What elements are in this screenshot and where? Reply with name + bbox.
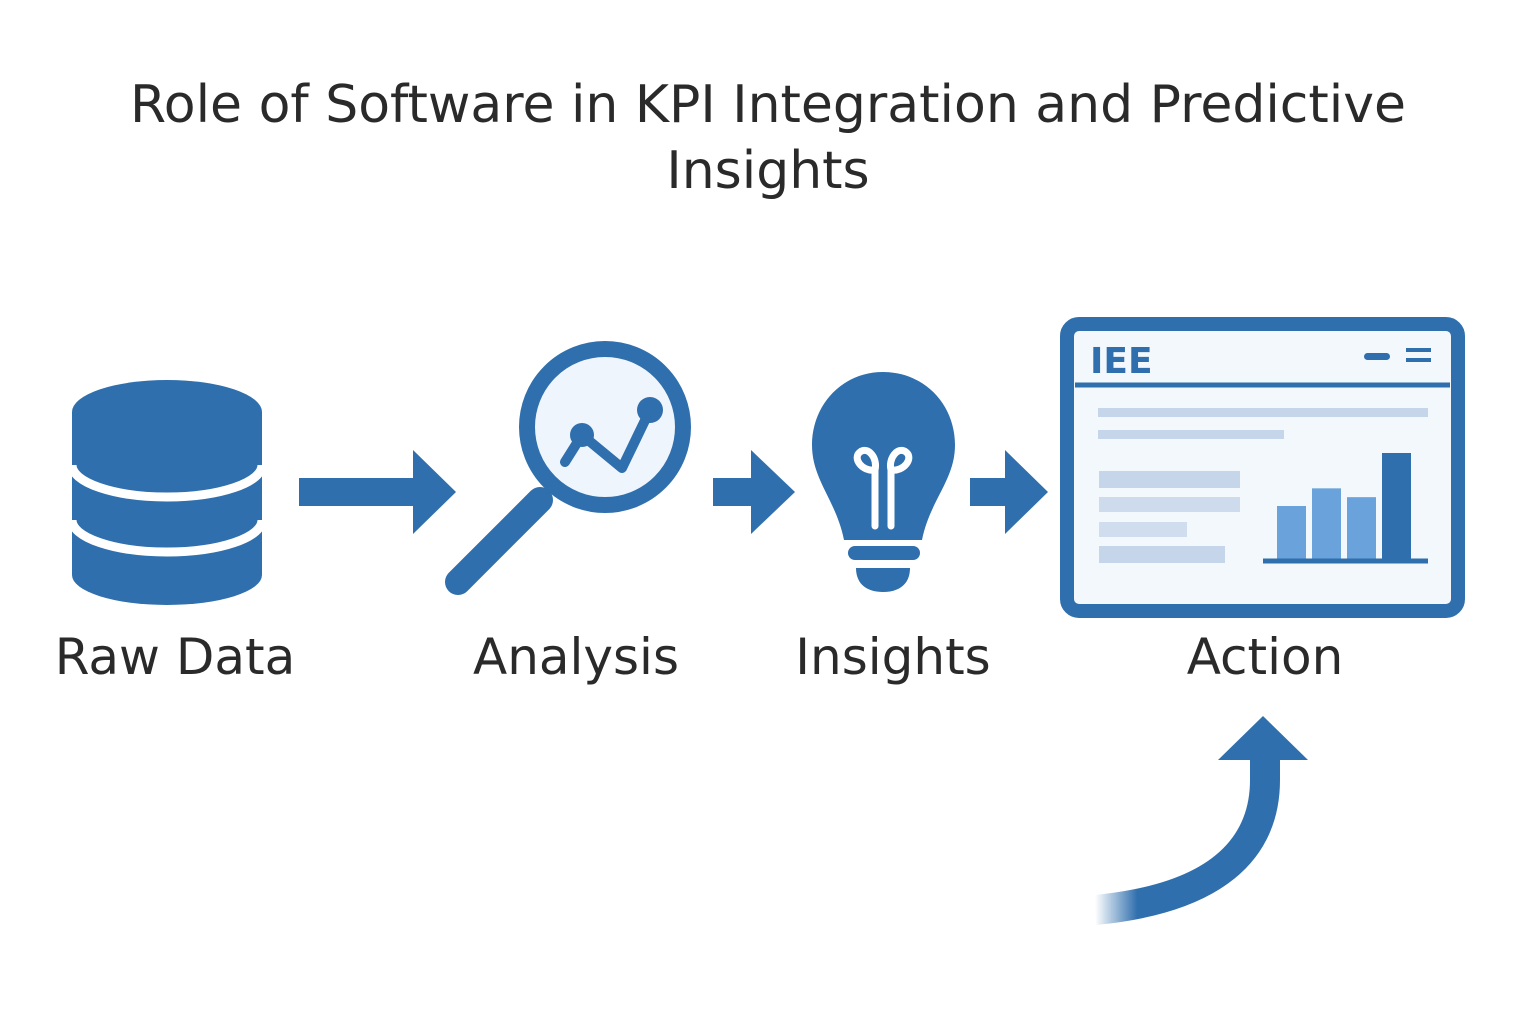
bar-chart [1277, 453, 1411, 559]
diagram-title-line2: Insights [666, 141, 870, 201]
menu-icon [1406, 348, 1431, 352]
step-label-action: Action [1186, 628, 1344, 686]
step-label-analysis: Analysis [472, 628, 680, 686]
chart-bar [1382, 453, 1411, 559]
dashboard-window-icon: IEE [1060, 317, 1465, 618]
curved-arrow-up-icon [1093, 716, 1308, 925]
chart-bar [1347, 497, 1376, 559]
chart-bar [1277, 506, 1306, 559]
dashboard-header-text: IEE [1090, 341, 1153, 382]
arrow-right-icon [299, 450, 456, 534]
database-icon [67, 380, 267, 605]
chart-bar [1312, 488, 1341, 559]
magnifier-chart-icon [445, 341, 691, 595]
diagram-title-line1: Role of Software in KPI Integration and … [130, 75, 1406, 135]
lightbulb-icon [812, 372, 955, 592]
arrow-right-icon [713, 450, 795, 534]
arrow-right-icon [970, 450, 1048, 534]
step-label-raw-data: Raw Data [54, 628, 296, 686]
step-label-insights: Insights [795, 628, 991, 686]
minimize-icon [1364, 353, 1390, 360]
